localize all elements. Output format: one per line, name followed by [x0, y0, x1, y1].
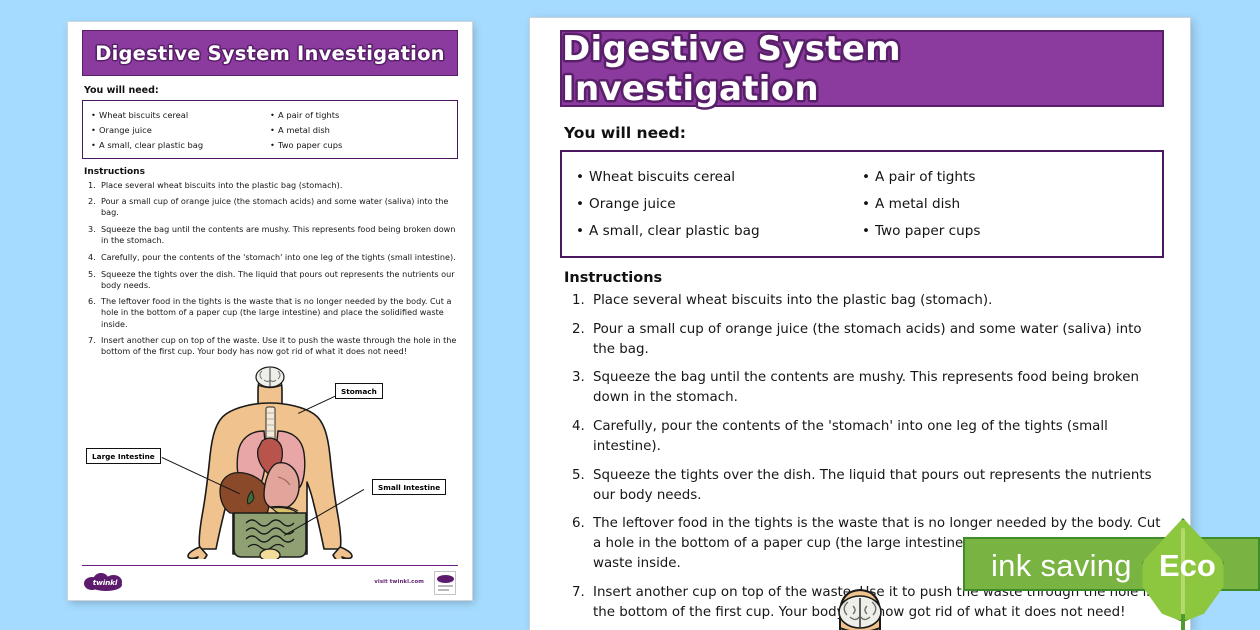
- list-item: A metal dish: [270, 122, 449, 137]
- thumbnail-materials-column-left: Wheat biscuits cereal Orange juice A sma…: [91, 107, 270, 153]
- list-item: A metal dish: [862, 190, 1148, 217]
- list-item: Carefully, pour the contents of the 'sto…: [88, 251, 456, 263]
- thumbnail-instructions-list: Place several wheat biscuits into the pl…: [82, 180, 458, 358]
- list-item: Pour a small cup of orange juice (the st…: [572, 320, 1142, 357]
- digestive-system-diagram: Stomach Large Intestine Small Intestine: [82, 363, 458, 564]
- list-item: Place several wheat biscuits into the pl…: [572, 291, 993, 311]
- thumbnail-materials-box: Wheat biscuits cereal Orange juice A sma…: [82, 100, 458, 159]
- materials-column-left: Wheat biscuits cereal Orange juice A sma…: [576, 163, 862, 244]
- label-large-intestine: Large Intestine: [86, 448, 161, 465]
- list-item: Squeeze the bag until the contents are m…: [572, 368, 1139, 406]
- list-item: Pour a small cup of orange juice (the st…: [88, 196, 449, 218]
- worksheet-preview-card[interactable]: Digestive System Investigation You will …: [530, 18, 1190, 630]
- thumbnail-materials-heading: You will need:: [84, 85, 159, 96]
- materials-box: Wheat biscuits cereal Orange juice A sma…: [560, 150, 1164, 258]
- list-item: Place several wheat biscuits into the pl…: [88, 179, 343, 191]
- leaf-vein-icon: [1181, 528, 1185, 630]
- list-item: Two paper cups: [270, 137, 449, 152]
- twinkl-logo[interactable]: twinkl: [84, 573, 126, 592]
- list-item: Two paper cups: [862, 217, 1148, 244]
- worksheet-thumbnail-card[interactable]: Digestive System Investigation You will …: [68, 22, 472, 600]
- eco-badge-text: ink saving: [991, 548, 1132, 583]
- thumbnail-instructions-heading: Instructions: [84, 166, 145, 177]
- thumbnail-footer: twinkl visit twinkl.com: [82, 566, 458, 600]
- human-body-illustration: [187, 366, 353, 564]
- footer-divider: [82, 565, 458, 567]
- list-item: A small, clear plastic bag: [576, 217, 862, 244]
- list-item: Squeeze the tights over the dish. The li…: [88, 268, 455, 290]
- list-item: A small, clear plastic bag: [91, 137, 270, 152]
- twinkl-mini-badge: [434, 571, 456, 596]
- instructions-heading: Instructions: [564, 270, 663, 286]
- thumbnail-content: Digestive System Investigation You will …: [82, 30, 458, 596]
- human-body-illustration-partial: [838, 589, 882, 630]
- thumbnail-title-banner: Digestive System Investigation: [82, 30, 458, 76]
- list-item: Wheat biscuits cereal: [576, 163, 862, 190]
- list-item: Orange juice: [91, 122, 270, 137]
- list-item: Squeeze the tights over the dish. The li…: [572, 466, 1152, 503]
- list-item: Insert another cup on top of the waste. …: [88, 335, 457, 357]
- list-item: A pair of tights: [270, 107, 449, 122]
- materials-column-right: A pair of tights A metal dish Two paper …: [862, 163, 1148, 244]
- leaf-stem-icon: [1181, 614, 1185, 630]
- eco-badge-leaf-text: Eco: [1159, 548, 1216, 583]
- thumbnail-materials-column-right: A pair of tights A metal dish Two paper …: [270, 107, 449, 153]
- list-item: Orange juice: [576, 190, 862, 217]
- preview-content: Digestive System Investigation You will …: [560, 28, 1164, 630]
- materials-heading: You will need:: [564, 124, 686, 142]
- list-item: Carefully, pour the contents of the 'sto…: [572, 417, 1108, 454]
- preview-title-banner: Digestive System Investigation: [560, 28, 1164, 109]
- twinkl-logo-text: twinkl: [92, 578, 118, 588]
- list-item: Squeeze the bag until the contents are m…: [88, 224, 456, 246]
- label-stomach: Stomach: [335, 383, 383, 400]
- label-small-intestine: Small Intestine: [372, 479, 447, 496]
- list-item: A pair of tights: [862, 163, 1148, 190]
- thumbnail-page-title: Digestive System Investigation: [95, 41, 445, 65]
- ink-saving-eco-badge: ink saving Eco: [963, 518, 1260, 630]
- list-item: The leftover food in the tights is the w…: [88, 296, 452, 329]
- visit-twinkl-link[interactable]: visit twinkl.com: [374, 579, 424, 586]
- page-title: Digestive System Investigation: [562, 28, 901, 109]
- list-item: Wheat biscuits cereal: [91, 107, 270, 122]
